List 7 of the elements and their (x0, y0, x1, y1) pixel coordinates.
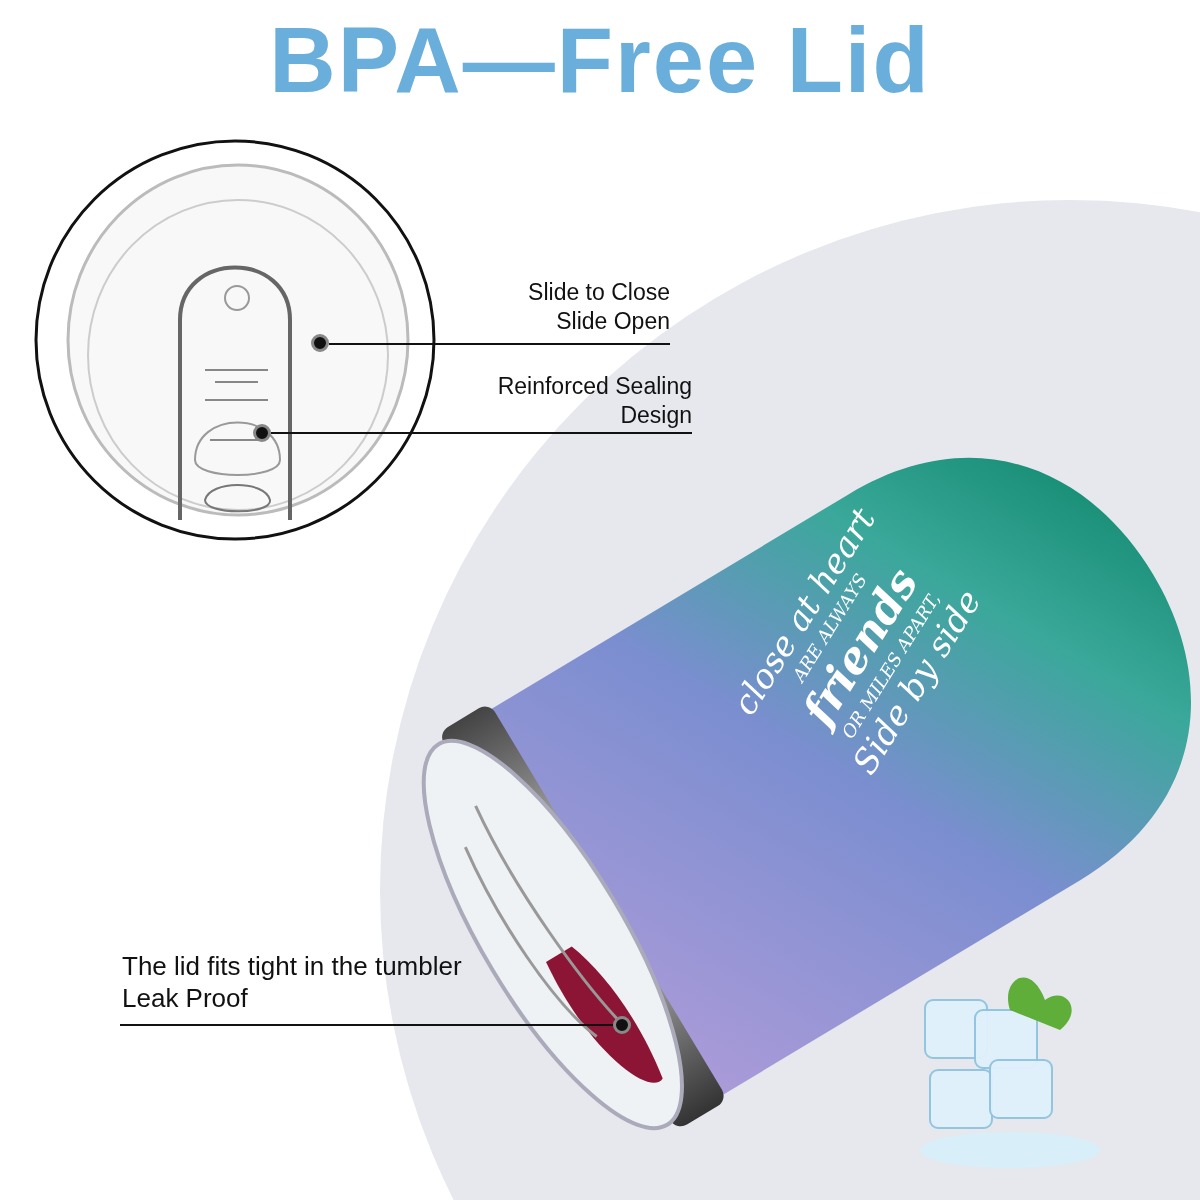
leader-line (270, 432, 693, 434)
callout-text: The lid fits tight in the tumbler Leak Proof (122, 950, 482, 1020)
callout-text: Reinforced Sealing Design (492, 372, 692, 432)
leader-line (328, 343, 671, 345)
title: BPA—Free Lid (268, 8, 932, 113)
leader-line (119, 1024, 614, 1026)
callout-text: Slide to Close Slide Open (490, 278, 670, 340)
